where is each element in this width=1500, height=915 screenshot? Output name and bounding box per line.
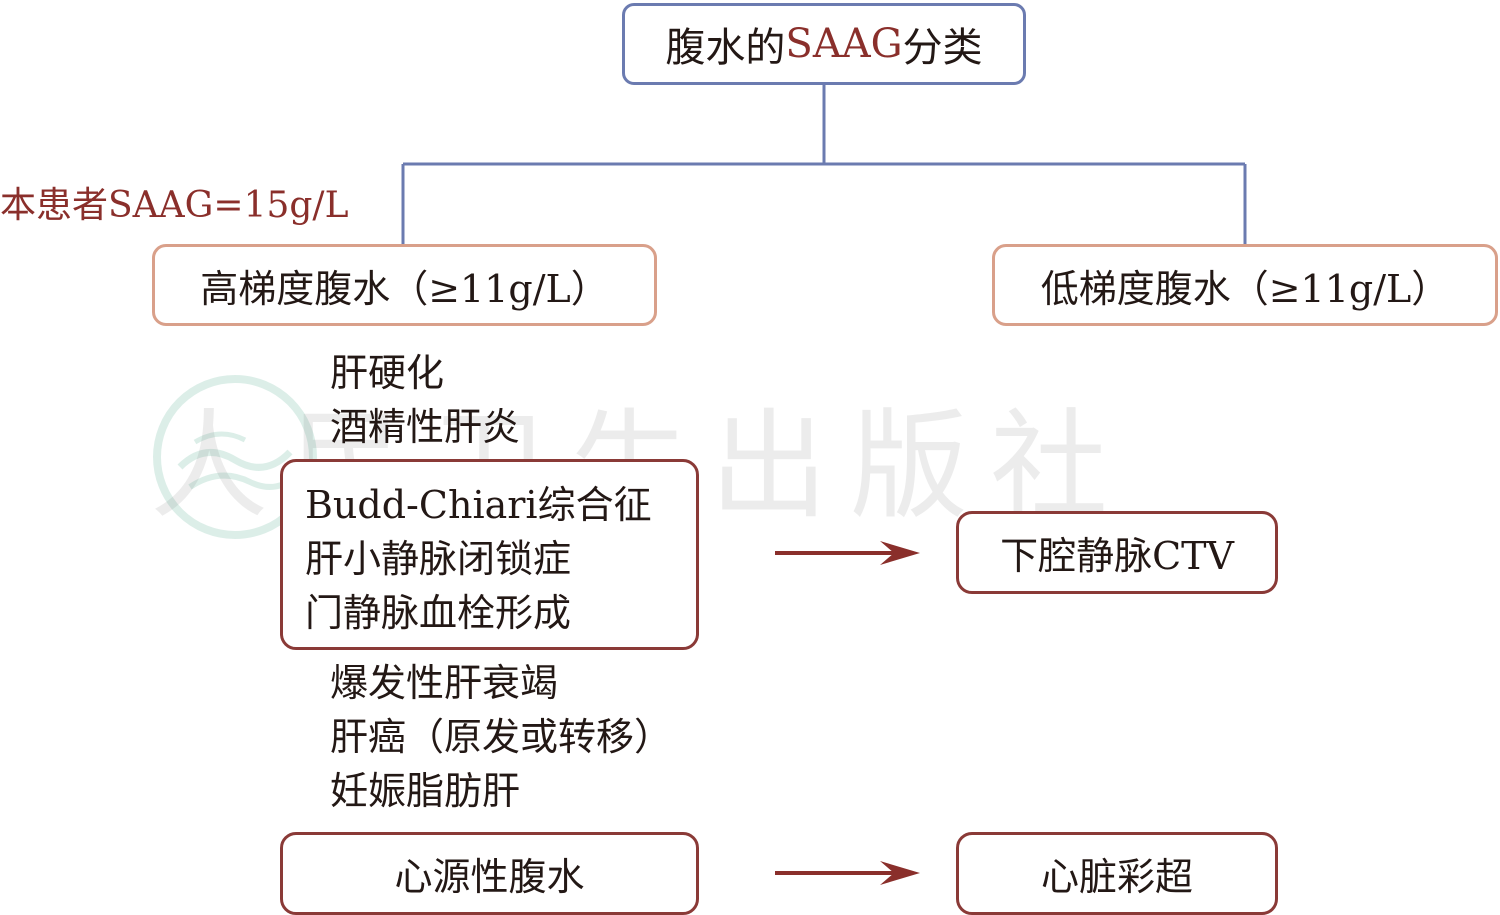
cause-item: Budd-Chiari综合征: [305, 483, 652, 527]
arrow-to-ctv: [775, 541, 920, 565]
low-gradient-ascites-node: 低梯度腹水（≥11g/L）: [992, 244, 1498, 326]
cause-item: 妊娠脂肪肝: [330, 769, 521, 813]
cause-item: 肝小静脉闭锁症: [305, 537, 572, 581]
ivc-ctv-node: 下腔静脉CTV: [956, 511, 1278, 594]
cause-item: 肝硬化: [330, 351, 445, 395]
hepatic-causes-bottom-list: 爆发性肝衰竭 肝癌（原发或转移） 妊娠脂肪肝: [330, 656, 672, 818]
root-highlight: SAAG: [785, 21, 903, 67]
cause-item: 肝癌（原发或转移）: [330, 715, 673, 759]
ivc-ctv-label: 下腔静脉CTV: [1000, 534, 1234, 578]
high-gradient-ascites-node: 高梯度腹水（≥11g/L）: [152, 244, 657, 326]
echocardiography-label: 心脏彩超: [1040, 855, 1193, 899]
vascular-causes-node: Budd-Chiari综合征 肝小静脉闭锁症 门静脉血栓形成: [280, 459, 699, 650]
low-gradient-label: 低梯度腹水（≥11g/L）: [1040, 266, 1450, 311]
hepatic-causes-top-list: 肝硬化 酒精性肝炎: [330, 346, 520, 454]
arrow-to-echo: [775, 861, 920, 885]
root-suffix: 分类: [902, 25, 983, 71]
cause-item: 酒精性肝炎: [330, 405, 521, 449]
high-gradient-label: 高梯度腹水（≥11g/L）: [200, 266, 609, 311]
echocardiography-node: 心脏彩超: [956, 832, 1278, 915]
cause-item: 门静脉血栓形成: [305, 591, 572, 635]
patient-saag-label: 本患者SAAG=15g/L: [0, 185, 349, 226]
root-prefix: 腹水的: [665, 25, 786, 71]
cardiac-ascites-label: 心源性腹水: [394, 855, 585, 899]
cardiac-ascites-node: 心源性腹水: [280, 832, 699, 915]
cause-item: 爆发性肝衰竭: [330, 661, 559, 705]
